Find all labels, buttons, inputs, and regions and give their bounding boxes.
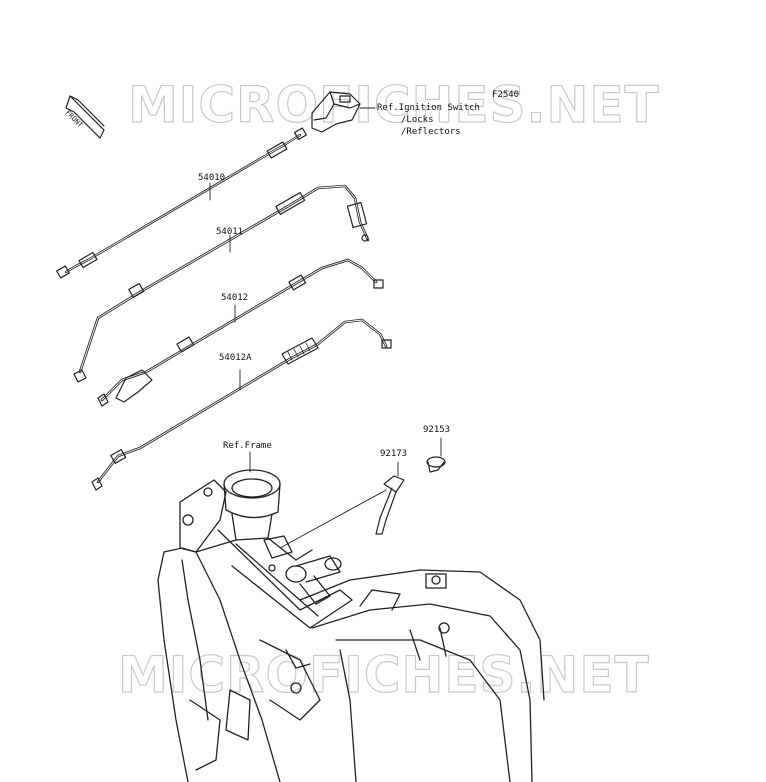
cable-54012a	[91, 318, 392, 491]
front-arrow-icon	[65, 95, 105, 139]
ref-reflectors-label: /Reflectors	[401, 127, 461, 137]
ignition-switch-part	[311, 91, 376, 133]
part-92173-bracket	[279, 461, 405, 549]
diagram-code: F2540	[492, 90, 520, 100]
cable-54012	[97, 258, 384, 407]
part-label-54012: 54012	[221, 293, 249, 303]
part-label-54011: 54011	[216, 227, 244, 237]
watermark-top: MICROFICHES.NET	[127, 76, 660, 134]
watermark-bottom: MICROFICHES.NET	[117, 646, 650, 704]
part-label-92173: 92173	[380, 449, 408, 459]
part-label-54012a: 54012A	[219, 353, 252, 363]
motorcycle-frame	[157, 469, 545, 782]
part-label-92153: 92153	[423, 425, 451, 435]
cable-54010	[56, 127, 307, 279]
part-label-54010: 54010	[198, 173, 226, 183]
ref-locks-label: /Locks	[401, 115, 434, 125]
ref-ignition-switch-label: Ref.Ignition Switch	[377, 103, 480, 113]
ref-frame-label: Ref.Frame	[223, 441, 272, 451]
cable-54011	[73, 184, 370, 383]
part-92153-bolt	[426, 437, 446, 473]
